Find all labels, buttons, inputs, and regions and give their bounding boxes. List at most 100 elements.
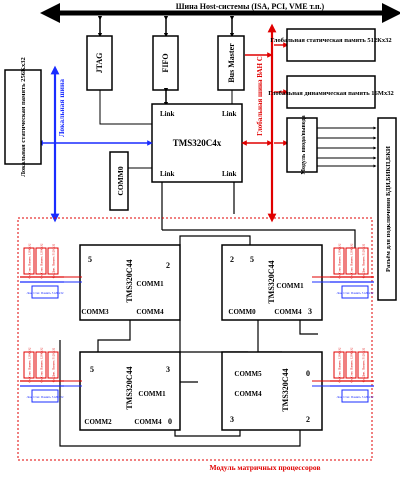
mem-cluster-4-red-box-2 [357, 351, 369, 379]
matrix-wire-c [179, 320, 248, 353]
mem-cluster-3-blue-box [341, 285, 369, 299]
local-bus-label: Локальная шина [57, 79, 66, 137]
matrix-wire-b [179, 235, 251, 245]
cpu1-comm1: COMM1 [136, 280, 164, 288]
jtag-label: JTAG [95, 53, 104, 74]
cpu1-comm4: COMM4 [136, 308, 164, 316]
global-dynamic-text: Глобальная динамическая память 16Мх32 [268, 90, 393, 97]
comm0-label: COMM0 [116, 166, 125, 195]
mem-cluster-4-red-label-1: Ст. Стат. Память 128Кх32 [350, 347, 354, 382]
cpu3-name: TMS320C44 [125, 366, 134, 409]
mem-cluster-3-red-label-1: Ст. Стат. Память 128Кх32 [350, 243, 354, 278]
cpu1-comm3: COMM3 [81, 308, 109, 316]
mem-cluster-4-red-label-2: Ст. Дин. Память 512Кх32 [362, 347, 366, 382]
mem-cluster-2-red-box-1 [35, 351, 47, 379]
matrix-wire-e [97, 320, 131, 352]
global-dynamic-memory-label: Глобальная динамическая память 16Мх32 [268, 90, 393, 97]
connector-block [377, 117, 397, 301]
mem-cluster-2-red-label-1: Ст. Стат. Память 128Кх32 [40, 347, 44, 382]
global-static-memory-line1: Глобальная статическая память 512Кх32 [270, 37, 391, 44]
mem-cluster-4-blue-label: Лок. Стат. Память 512Кх32 [337, 395, 374, 399]
mem-cluster-1-red-label-2: Ст. Дин. Память 512Кх32 [52, 243, 56, 278]
jtag-to-cpu-wire [99, 90, 152, 125]
mem-cluster-1-red-label-1: Ст. Стат. Память 128Кх32 [40, 243, 44, 278]
local-static-memory-label: Локальная статическая память 256Kx32 [20, 57, 27, 177]
mem-cluster-1-red-box-2 [47, 247, 59, 275]
mem-cluster-3-blue-label: Лок. Стат. Память 512Кх32 [337, 291, 374, 295]
mem-cluster-1-blue-label: Лок. Стат. Память 512Кх32 [27, 291, 64, 295]
cpu3-port-5: 5 [90, 365, 94, 374]
mem-cluster-2-blue-label: Лок. Стат. Память 512Кх32 [27, 395, 64, 399]
mem-cluster-3-red-label-2: Ст. Дин. Память 512Кх32 [362, 243, 366, 278]
mem-cluster-4-blue-box [341, 389, 369, 403]
matrix-cpu-4 [221, 351, 323, 431]
cpu1-port-5: 5 [88, 255, 92, 264]
mem-cluster-3-red-box-0 [333, 247, 345, 275]
mem-cluster-2-red-label-2: Ст. Дин. Память 512Кх32 [52, 347, 56, 382]
cpu4-comm5: COMM5 [234, 370, 262, 378]
cpu-link-bottom-right: Link [222, 170, 237, 178]
cpu4-port-3: 3 [230, 415, 234, 424]
cpu-name: TMS320C4x [173, 138, 222, 148]
global-static-text: Глобальная статическая память 512Кх32 [270, 37, 391, 44]
matrix-wire-h [174, 428, 241, 437]
matrix-wire-a [162, 229, 356, 250]
matrix-cpu-1 [79, 244, 181, 321]
cpu4-comm4: COMM4 [234, 390, 262, 398]
io-module-label: Модуль ввода/вывода [301, 115, 307, 174]
io-module-block [286, 117, 318, 173]
fifo-label: FIFO [161, 53, 170, 72]
cpu2-name: TMS320C44 [267, 260, 276, 303]
mem-cluster-2-red-box-0 [23, 351, 35, 379]
cpu1-port-2: 2 [166, 261, 170, 270]
mem-cluster-1-blue-box [31, 285, 59, 299]
mem-cluster-3-red-box-2 [357, 247, 369, 275]
mem-cluster-2-red-label-0: Ст. Стат. Память 128Кх32 [28, 347, 32, 382]
cpu2-port-2: 2 [230, 255, 234, 264]
mem-cluster-2-red-box-2 [47, 351, 59, 379]
local-static-memory-block [4, 69, 42, 165]
mem-cluster-1-red-box-1 [35, 247, 47, 275]
cpu-link-top-left: Link [160, 110, 175, 118]
global-static-memory-block [286, 28, 376, 62]
cpu3-comm4: COMM4 [134, 418, 162, 426]
cpu3-comm2: COMM2 [84, 418, 112, 426]
matrix-wire-g [59, 340, 301, 447]
cpu-link-top-right: Link [222, 110, 237, 118]
bus-master-label: Bus Master [227, 43, 236, 83]
cpu3-port-0: 0 [168, 417, 172, 426]
mem-cluster-1-red-label-0: Ст. Стат. Память 128Кх32 [28, 243, 32, 278]
mem-cluster-3-red-box-1 [345, 247, 357, 275]
mem-cluster-4-red-box-1 [345, 351, 357, 379]
cpu4-port-0: 0 [306, 369, 310, 378]
comm0-block [109, 151, 129, 211]
cpu4-port-2: 2 [306, 415, 310, 424]
mem-cluster-1-red-box-0 [23, 247, 35, 275]
cpu3-port-3: 3 [166, 365, 170, 374]
matrix-cpu-2 [221, 244, 323, 321]
connector-label: Разъём для подключения БДИ,БИКП,БКИ [385, 146, 392, 272]
cpu-link-bottom-left: Link [160, 170, 175, 178]
cpu2-port-3: 3 [308, 307, 312, 316]
cpu2-comm4: COMM4 [274, 308, 302, 316]
cpu2-comm0: COMM0 [228, 308, 256, 316]
cpu2-port-1: COMM1 [276, 282, 304, 290]
global-dynamic-memory-block [286, 75, 376, 109]
mem-cluster-4-red-box-0 [333, 351, 345, 379]
host-bus-label: Шина Host-системы (ISA, PCI, VME т.п.) [176, 2, 325, 11]
jtag-block [86, 35, 113, 91]
mem-cluster-2-blue-box [31, 389, 59, 403]
matrix-module-title: Модуль матричных процессоров [209, 463, 320, 472]
matrix-wire-f [299, 320, 318, 335]
bus-master-block [217, 35, 245, 91]
cpu3-comm1: COMM1 [138, 390, 166, 398]
main-cpu-block [151, 103, 243, 183]
matrix-cpu-3 [79, 351, 181, 431]
mem-cluster-3-red-label-0: Ст. Стат. Память 128Кх32 [338, 243, 342, 278]
mem-cluster-4-red-label-0: Ст. Стат. Память 128Кх32 [338, 347, 342, 382]
cpu2-port-5: 5 [250, 255, 254, 264]
matrix-module-frame [17, 217, 373, 461]
